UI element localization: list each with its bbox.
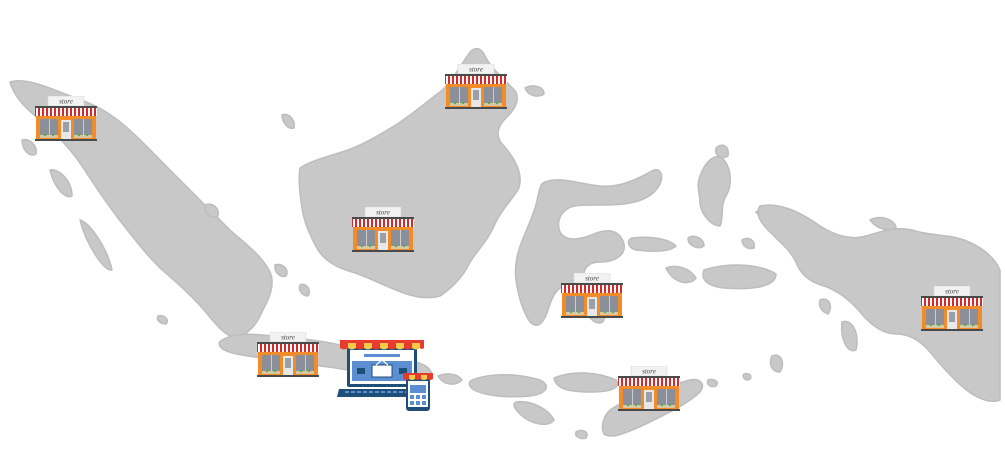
store-icon — [444, 64, 508, 110]
island-papua — [757, 204, 1001, 402]
store-icon — [920, 286, 984, 332]
store-icon — [617, 366, 681, 412]
store-marker-kalimantan-central[interactable] — [351, 207, 415, 253]
store-icon — [560, 273, 624, 319]
store-marker-sulawesi[interactable] — [560, 273, 624, 319]
online-store-marker[interactable] — [337, 337, 437, 413]
store-marker-nusa-tenggara[interactable] — [617, 366, 681, 412]
store-icon — [351, 207, 415, 253]
store-icon — [256, 332, 320, 378]
store-marker-java-west[interactable] — [256, 332, 320, 378]
store-marker-sumatra[interactable] — [34, 96, 98, 142]
island-sumatra — [9, 80, 273, 339]
online-store-icon — [337, 340, 433, 411]
store-icon — [34, 96, 98, 142]
island-sulawesi — [514, 169, 663, 326]
store-marker-kalimantan-north[interactable] — [444, 64, 508, 110]
store-marker-papua[interactable] — [920, 286, 984, 332]
